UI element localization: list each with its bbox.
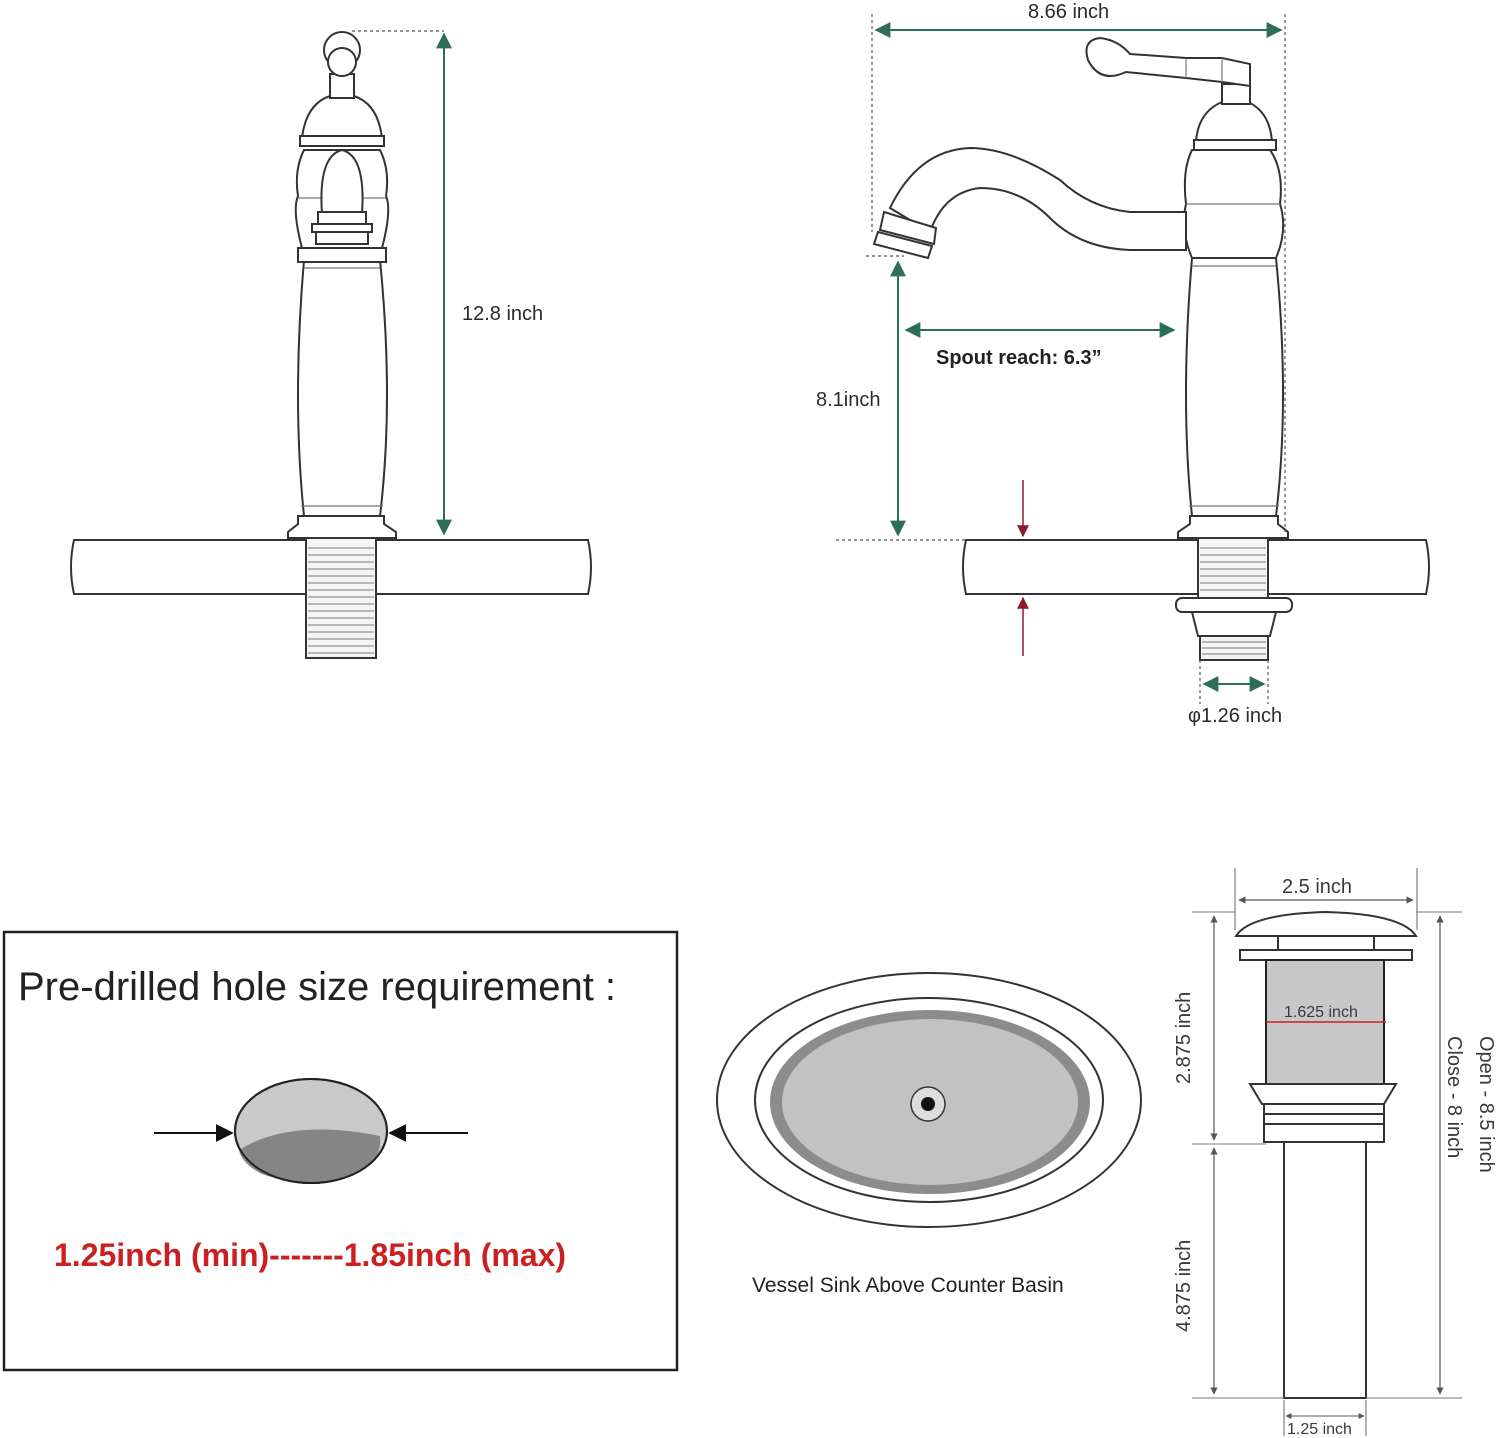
drain-bottom-width-label: 1.25 inch [1287, 1421, 1352, 1438]
front-spout [320, 148, 364, 215]
drain-lower-height-label: 4.875 inch [1173, 1240, 1195, 1332]
pop-up-drain: 2.5 inch 1.625 inch 1.25 inch 2.875 inch… [1173, 868, 1497, 1438]
side-spout [888, 146, 1187, 251]
spout-reach-label: Spout reach: 6.3” [936, 347, 1102, 369]
drain-inner-width-label: 1.625 inch [1284, 1004, 1358, 1021]
hole-requirement-panel: Pre-drilled hole size requirement : 1.25… [2, 930, 679, 1372]
side-cap [1194, 101, 1274, 143]
drain-cap [1234, 910, 1418, 937]
vessel-sink: Vessel Sink Above Counter Basin [716, 972, 1142, 1297]
hole-range-label: 1.25inch (min)-------1.85inch (max) [54, 1237, 566, 1273]
side-threaded-shank [1175, 537, 1293, 661]
front-threaded-shank [305, 537, 377, 659]
front-cap [300, 95, 384, 139]
side-counter-slab [962, 539, 1430, 595]
faucet-side-view: 8.66 inch Spout reach: 6.3” 8.1inch φ1.2… [816, 1, 1430, 727]
side-faucet-body [1185, 257, 1284, 517]
drain-tail-pipe [1283, 1141, 1367, 1399]
drain-cap-width-label: 2.5 inch [1282, 876, 1352, 898]
vessel-sink-caption: Vessel Sink Above Counter Basin [752, 1274, 1064, 1297]
side-lever-handle [1085, 36, 1251, 88]
drain-open-label: Open - 8.5 inch [1475, 1036, 1497, 1173]
side-width-label: 8.66 inch [1028, 1, 1109, 23]
drain-upper-height-label: 2.875 inch [1173, 992, 1195, 1084]
drain-close-label: Close - 8 inch [1443, 1036, 1465, 1158]
faucet-front-view: 12.8 inch [70, 30, 592, 659]
drilled-hole-illustration [234, 1078, 388, 1184]
front-height-label: 12.8 inch [462, 303, 543, 325]
front-faucet-body [297, 259, 388, 517]
front-base-flange [287, 515, 397, 539]
hole-requirement-title: Pre-drilled hole size requirement : [18, 965, 616, 1009]
spout-height-label: 8.1inch [816, 389, 881, 411]
shank-diameter-label: φ1.26 inch [1188, 705, 1282, 727]
